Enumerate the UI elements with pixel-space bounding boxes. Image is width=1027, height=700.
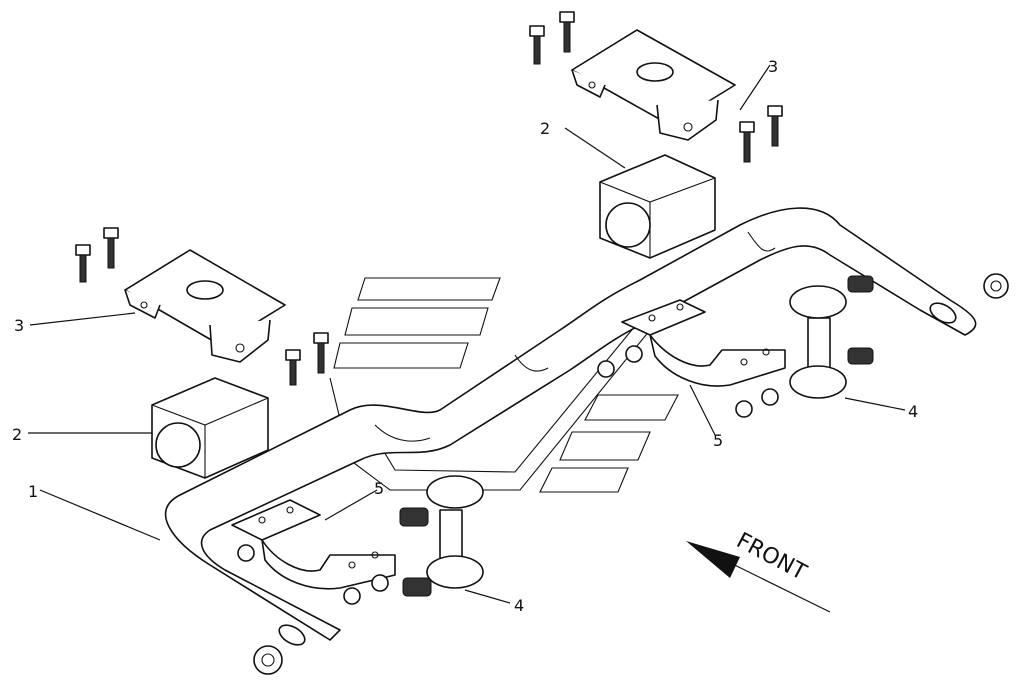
clamp-left [231,499,396,590]
label-part-2-left: 2 [12,425,22,444]
bracket-left [124,249,286,363]
label-part-4-right: 4 [908,402,918,421]
bracket-top [571,29,736,141]
label-part-2-top: 2 [540,119,550,138]
stabilizer-bar [164,207,977,646]
bolt-set-top [529,11,783,163]
front-direction-label: FRONT [732,528,811,586]
leader-lines [28,64,906,604]
bushing-top [599,154,716,259]
clamp-right [621,299,786,387]
bushing-left [151,377,269,479]
front-arrow-icon [686,541,831,613]
label-part-5-left: 5 [374,479,384,498]
label-part-4-left: 4 [514,596,524,615]
link-right [789,275,874,399]
bolt-set-left [75,227,329,386]
nut-right-end [983,273,1009,299]
nut-left-end [253,645,283,675]
label-part-3-top: 3 [768,57,778,76]
link-left [399,475,484,597]
label-part-3-left: 3 [14,316,24,335]
small-nuts [237,345,779,605]
label-part-5-right: 5 [713,431,723,450]
label-part-1: 1 [28,482,38,501]
